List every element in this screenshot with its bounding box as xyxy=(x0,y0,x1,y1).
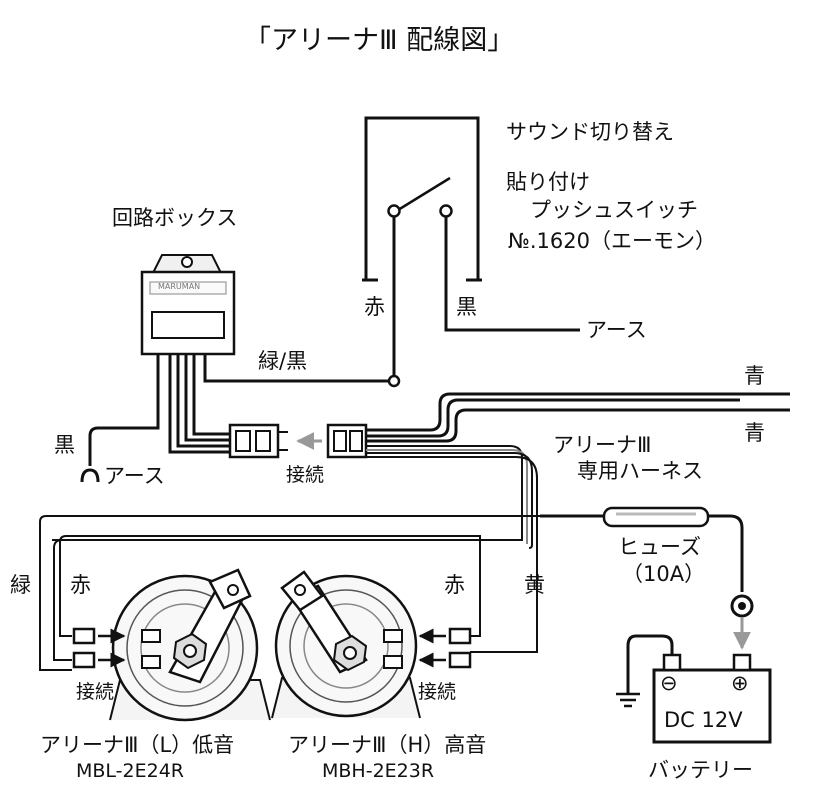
harness-label-line1: アリーナⅢ xyxy=(553,433,652,457)
battery-minus-icon: ⊖ xyxy=(660,671,678,695)
battery-label: バッテリー xyxy=(648,758,753,782)
horn-high-model: MBH-2E23R xyxy=(322,760,435,782)
battery-ground-wire xyxy=(626,634,674,694)
switch-terminal-left xyxy=(387,204,401,218)
horn-low-model: MBL-2E24R xyxy=(76,760,185,782)
switch-red-joint xyxy=(387,374,401,388)
male-connector xyxy=(228,423,288,459)
label-earth-switch: アース xyxy=(586,318,647,342)
label-connect-center: 接続 xyxy=(286,464,325,486)
switch-desc-line4: №.1620（エーモン） xyxy=(508,229,716,253)
diagram-title: 「アリーナⅢ 配線図」 xyxy=(244,25,515,56)
box-harness-wires xyxy=(88,354,390,466)
switch-desc-line3: プッシュスイッチ xyxy=(530,198,698,222)
push-switch xyxy=(362,116,482,282)
label-connect-right: 接続 xyxy=(418,681,457,703)
switch-desc-line1: サウンド切り替え xyxy=(506,120,674,144)
switch-black-wire xyxy=(444,217,580,332)
fuse xyxy=(602,506,710,528)
fuse-rating: （10A） xyxy=(622,562,706,586)
switch-desc-line2: 貼り付け xyxy=(506,170,590,194)
harness-label-line2: 専用ハーネス xyxy=(577,459,703,483)
circuit-box xyxy=(140,254,236,356)
label-connect-left: 接続 xyxy=(76,681,115,703)
earth-terminal-left xyxy=(80,468,100,483)
horn-high-name: アリーナⅢ（H）高音 xyxy=(288,733,487,757)
battery xyxy=(652,653,772,744)
label-green-black: 緑/黒 xyxy=(258,349,308,373)
circuit-box-label: 回路ボックス xyxy=(112,206,238,230)
battery-plus-icon: ⊕ xyxy=(731,671,749,695)
ground-symbol xyxy=(616,692,640,708)
dedicated-harness xyxy=(39,392,790,671)
horn-low-name: アリーナⅢ（L）低音 xyxy=(40,733,235,757)
horn-high xyxy=(271,570,421,719)
label-earth-left: アース xyxy=(104,464,165,488)
label-green-left: 緑 xyxy=(10,573,31,597)
female-connector xyxy=(326,423,368,459)
label-yellow-right: 黄 xyxy=(524,573,545,597)
horn-high-terminals xyxy=(418,627,472,669)
fuse-label: ヒューズ xyxy=(618,535,701,559)
fuse-to-battery-wire xyxy=(708,514,744,592)
horn-low xyxy=(109,568,271,722)
label-blue-bottom: 青 xyxy=(744,421,765,445)
battery-clamp-inner xyxy=(738,602,746,610)
label-red-left: 赤 xyxy=(70,573,91,597)
horn-low-terminals xyxy=(72,627,126,669)
label-red-right: 赤 xyxy=(444,573,465,597)
label-black-switch: 黒 xyxy=(456,295,477,319)
circuit-box-brand: MARUMAN xyxy=(158,282,201,291)
switch-terminal-right xyxy=(439,204,453,218)
label-blue-top: 青 xyxy=(744,364,765,388)
label-black-earth: 黒 xyxy=(54,433,75,457)
label-red-switch: 赤 xyxy=(364,295,385,319)
battery-voltage: DC 12V xyxy=(664,708,743,732)
